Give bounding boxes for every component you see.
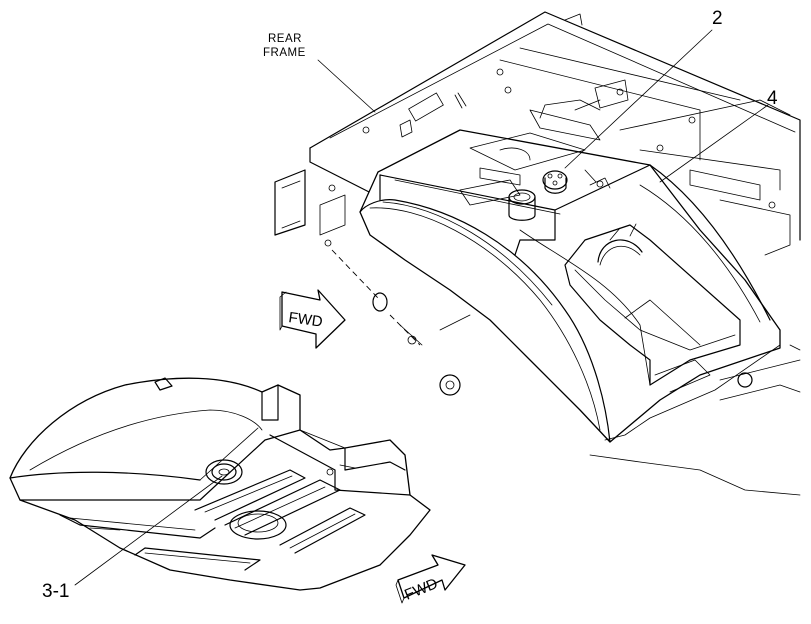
- callout-labels: REAR FRAME 2 4 3-1: [42, 8, 778, 602]
- fuel-tank-exploded: [9, 377, 431, 591]
- fwd-arrow-upper: FWD: [279, 289, 346, 349]
- callout-4: 4: [767, 88, 778, 109]
- leader-lines: [74, 29, 769, 586]
- fuel-tank-installed: [359, 99, 781, 443]
- rear-frame-label-line1: REAR: [268, 33, 302, 45]
- callout-2: 2: [712, 8, 723, 29]
- fwd-arrow-upper-label: FWD: [287, 309, 323, 331]
- callout-3-1: 3-1: [42, 581, 69, 602]
- rear-frame: [274, 11, 801, 496]
- fwd-arrow-lower: FWD: [395, 554, 466, 604]
- rear-frame-label-line2: FRAME: [263, 47, 306, 59]
